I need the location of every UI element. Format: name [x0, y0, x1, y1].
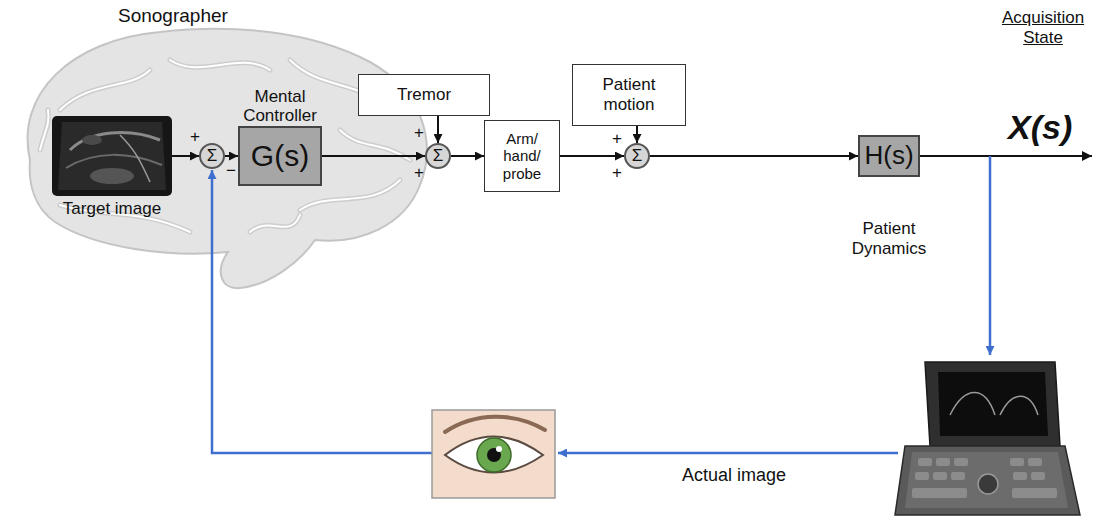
sign-label: +	[612, 130, 622, 147]
disturbance-box: Patient motion	[572, 64, 686, 126]
node-text: Σ	[207, 146, 218, 166]
target-image: Target image	[52, 116, 172, 196]
signal-arrow	[225, 155, 238, 157]
sign-label: +	[190, 128, 200, 145]
ultrasound-thumbnail	[52, 116, 172, 196]
process-box: Arm/ hand/ probe	[484, 120, 560, 192]
node-caption: Patient Dynamics	[834, 219, 944, 258]
sign-label: +	[414, 124, 424, 141]
signal-label: Actual image	[682, 466, 786, 484]
node-text: Σ	[632, 146, 643, 166]
ultrasound-machine	[895, 362, 1080, 515]
sign-label: +	[612, 164, 622, 181]
signal-arrow	[636, 126, 638, 143]
signal-arrow	[437, 116, 439, 143]
output-signal-label: X(s)	[1008, 110, 1072, 144]
brain-illustration	[28, 29, 427, 288]
signal-arrow	[560, 155, 624, 157]
state-heading: Acquisition State	[993, 8, 1093, 49]
summing-junction: Σ	[199, 143, 225, 169]
node-text: Arm/ hand/ probe	[497, 130, 547, 182]
node-caption: Target image	[57, 199, 167, 219]
node-text: Σ	[433, 146, 444, 166]
sign-label: +	[414, 164, 424, 181]
eye-illustration	[432, 410, 555, 498]
node-text: H(s)	[864, 141, 913, 171]
actor-label: Sonographer	[118, 6, 228, 25]
node-text: G(s)	[251, 139, 309, 174]
signal-arrow	[451, 155, 484, 157]
controller-block: Mental ControllerG(s)	[238, 126, 322, 186]
sign-label: −	[226, 162, 236, 179]
signal-arrow	[172, 155, 199, 157]
node-heading: Mental Controller	[225, 87, 335, 126]
visual-feedback-path	[212, 156, 990, 453]
node-text: Patient motion	[583, 75, 675, 114]
summing-junction: Σ	[624, 143, 650, 169]
signal-arrow	[650, 155, 858, 157]
signal-arrow	[322, 155, 425, 157]
node-text: Tremor	[397, 85, 451, 105]
plant-block: H(s)Patient Dynamics	[858, 135, 920, 177]
disturbance-box: Tremor	[358, 74, 490, 116]
output-signal-line	[920, 155, 1092, 157]
summing-junction: Σ	[425, 143, 451, 169]
